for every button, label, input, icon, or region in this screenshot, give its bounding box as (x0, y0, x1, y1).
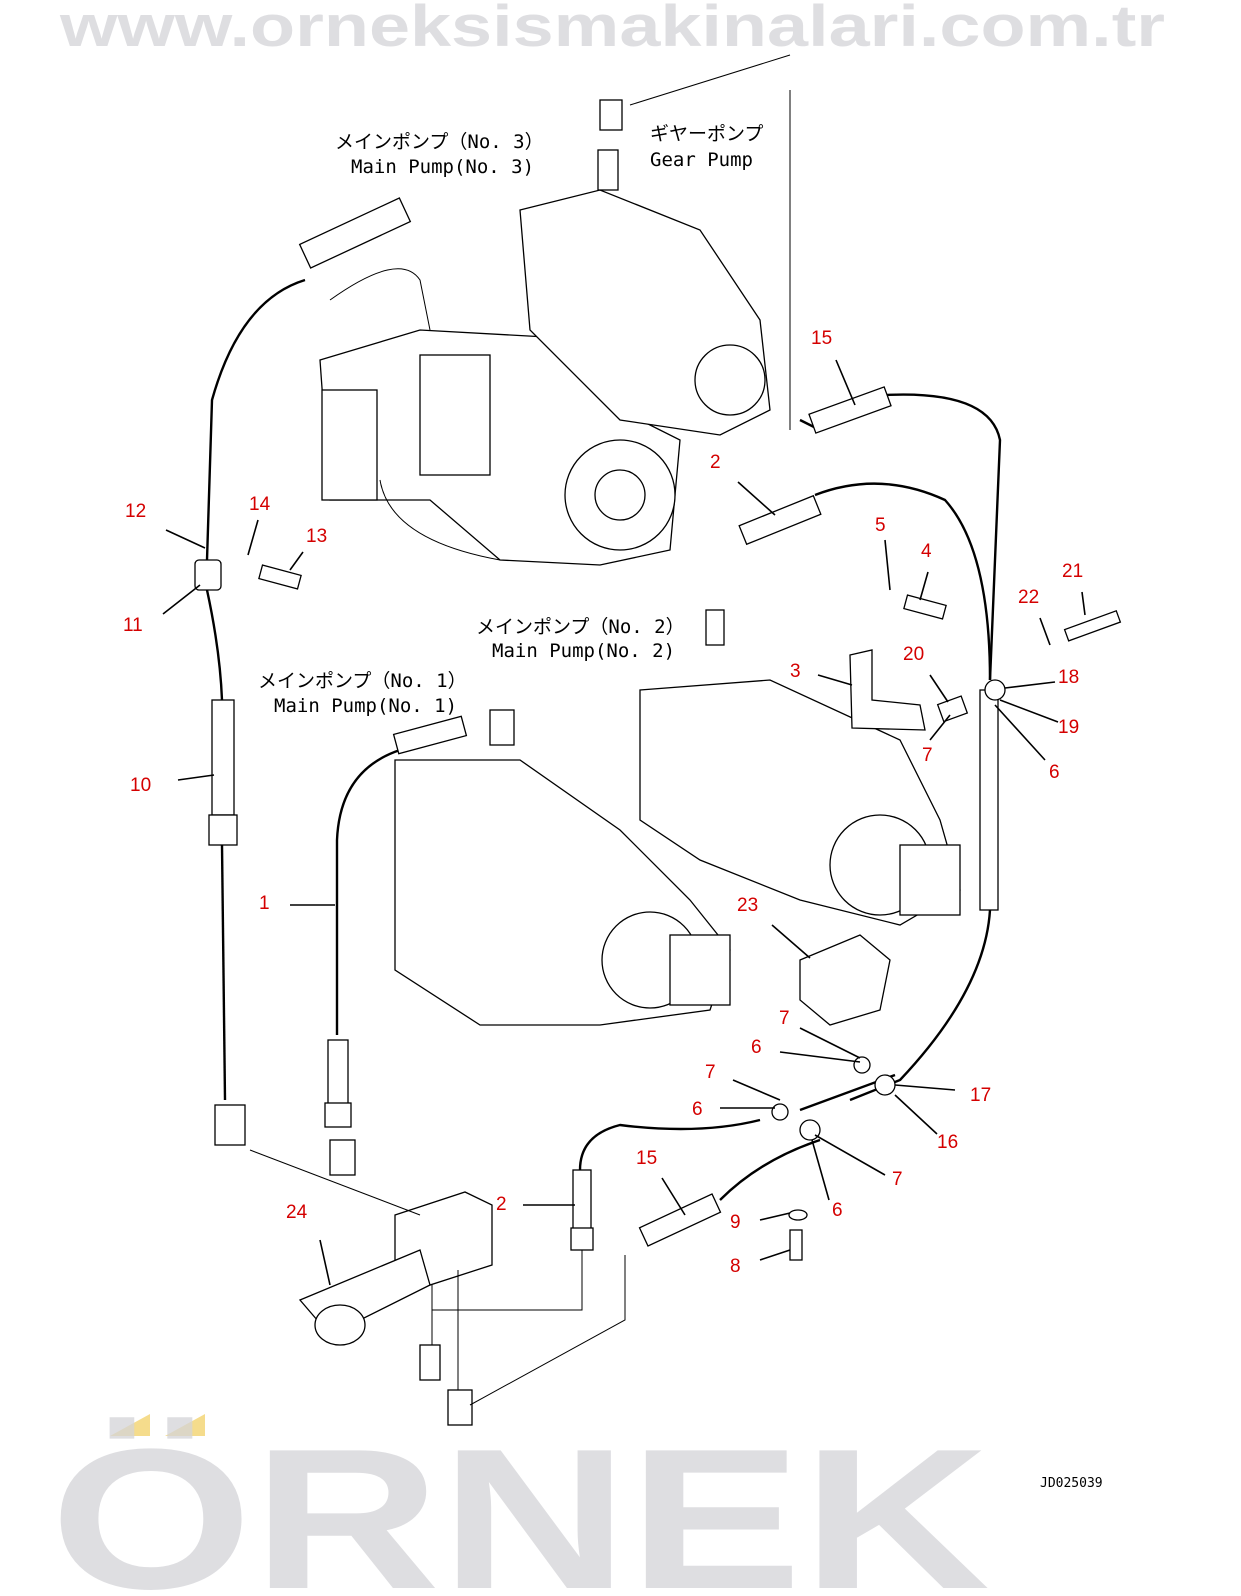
callout-label: 19 (1058, 717, 1079, 738)
callout-label: 6 (832, 1200, 843, 1221)
callout-label: 7 (922, 745, 933, 766)
callout-label: 15 (636, 1148, 657, 1169)
callout-label: 8 (730, 1256, 741, 1277)
callout-label: 5 (875, 515, 886, 536)
drawing-code: JD025039 (1040, 1476, 1103, 1491)
callout-label: 6 (692, 1099, 703, 1120)
callout-label: 7 (892, 1169, 903, 1190)
callout-label: 11 (123, 615, 143, 636)
callout-label: 2 (710, 452, 721, 473)
callout-label: 20 (903, 644, 924, 665)
watermark-brand: ÖRNEK (50, 1408, 990, 1596)
captions: メインポンプ（No. 3） Main Pump(No. 3) ギヤーポンプ Ge… (258, 123, 763, 717)
callout-label: 2 (496, 1194, 507, 1215)
caption-pump1-en: Main Pump(No. 1) (274, 695, 457, 717)
callout-label: 15 (811, 328, 832, 349)
callout-label: 13 (306, 526, 327, 547)
callout-label: 9 (730, 1212, 741, 1233)
callout-label: 7 (705, 1062, 716, 1083)
callout-label: 23 (737, 895, 758, 916)
callout-label: 7 (779, 1008, 790, 1029)
watermark-url: www.orneksismakinalari.com.tr (59, 0, 1165, 59)
callout-label: 3 (790, 661, 801, 682)
callout-label: 17 (970, 1085, 991, 1106)
hoses (205, 54, 1002, 1406)
callout-label: 6 (751, 1037, 762, 1058)
leader-lines (162, 359, 1086, 1286)
callouts: 15 2 5 4 21 22 20 3 18 19 7 6 12 14 13 1… (123, 328, 1083, 1277)
caption-pump1-jp: メインポンプ（No. 1） (258, 670, 467, 692)
brackets (194, 559, 1122, 1261)
callout-label: 12 (125, 501, 146, 522)
callout-label: 4 (921, 541, 932, 562)
callout-label: 14 (249, 494, 271, 515)
caption-pump2-jp: メインポンプ（No. 2） (476, 616, 685, 638)
watermark: www.orneksismakinalari.com.tr ÖRNEK (50, 0, 1165, 1596)
valve-block (214, 1104, 493, 1426)
watermark-accent (165, 1414, 205, 1436)
callout-label: 22 (1018, 587, 1039, 608)
caption-pump3-en: Main Pump(No. 3) (351, 156, 534, 178)
gear-pump (519, 99, 771, 436)
caption-gear-jp: ギヤーポンプ (650, 123, 763, 145)
callout-label: 1 (259, 893, 270, 914)
callout-label: 10 (130, 775, 151, 796)
callout-label: 16 (937, 1132, 958, 1153)
callout-label: 24 (286, 1202, 308, 1223)
caption-pump2-en: Main Pump(No. 2) (492, 640, 675, 662)
watermark-accent (110, 1414, 150, 1436)
callout-label: 6 (1049, 762, 1060, 783)
caption-pump3-jp: メインポンプ（No. 3） (335, 131, 544, 153)
main-pump-no2 (639, 609, 961, 926)
caption-gear-en: Gear Pump (650, 149, 753, 171)
callout-label: 18 (1058, 667, 1079, 688)
main-pump-no1 (394, 709, 731, 1026)
callout-label: 21 (1062, 561, 1083, 582)
